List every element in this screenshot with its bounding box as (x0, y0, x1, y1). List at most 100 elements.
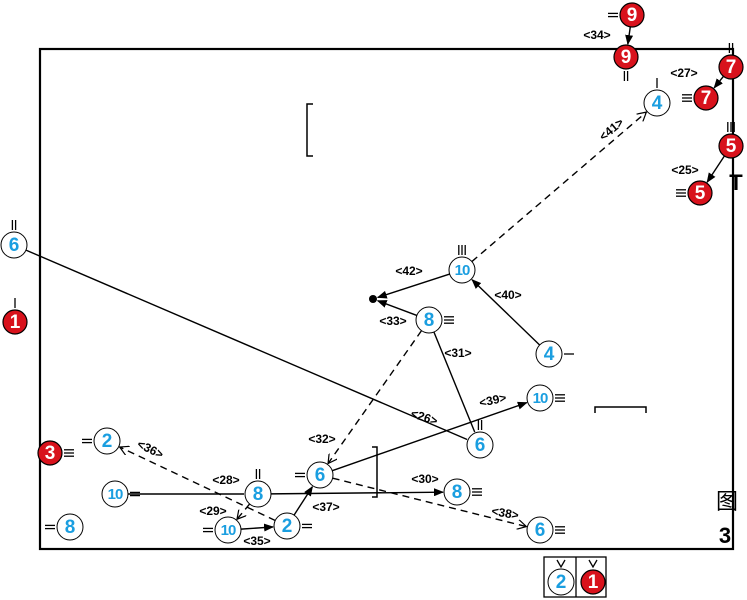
move-line (471, 279, 541, 346)
piece-number: 7 (726, 57, 737, 78)
blue-piece: 4 (535, 340, 574, 368)
t-marker: T (729, 170, 743, 195)
legend-piece: 1 (580, 559, 606, 595)
figure-number: 3 (719, 523, 731, 548)
move-line (293, 485, 313, 516)
piece-number: 1 (10, 312, 21, 333)
red-piece: 5 (718, 122, 744, 159)
move-label: <34> (583, 28, 610, 42)
move-line (332, 401, 528, 472)
move-label: <27> (670, 66, 697, 80)
move-line (471, 112, 646, 263)
blue-piece: 8 (415, 306, 454, 334)
red-piece: 9 (613, 44, 639, 81)
blue-piece: 6 (526, 516, 565, 544)
blue-piece: 2 (82, 427, 121, 455)
move-line (328, 330, 423, 464)
target-dot (369, 295, 377, 303)
blue-piece: 6 (466, 420, 494, 459)
red-piece: 5 (676, 180, 713, 206)
move-line (713, 75, 725, 89)
move-label: <28> (212, 473, 239, 487)
figure-label: 图 (716, 489, 738, 514)
piece-number: 8 (253, 484, 264, 505)
piece-number: 8 (65, 517, 76, 538)
red-piece: 3 (37, 440, 74, 466)
move-label: <38> (490, 504, 519, 523)
piece-number: 1 (588, 572, 599, 593)
piece-number: 7 (701, 88, 712, 109)
move-label: <31> (444, 346, 471, 360)
piece-number: 8 (452, 482, 463, 503)
move-label: <40> (494, 288, 521, 302)
board-frame (38, 47, 735, 551)
red-piece: 9 (608, 2, 645, 28)
bracket-mark (306, 103, 313, 157)
piece-number: 6 (315, 465, 326, 486)
move-line (120, 447, 276, 522)
piece-number: 10 (108, 486, 123, 503)
piece-number: 6 (475, 435, 486, 456)
move-line (706, 155, 725, 183)
blue-piece: 10 (448, 245, 476, 284)
move-label: <29> (199, 504, 226, 518)
piece-number: 6 (535, 520, 546, 541)
chevron-icon (588, 559, 598, 569)
blue-piece: 2 (273, 512, 312, 540)
piece-number: 9 (627, 5, 638, 26)
bracket-mark (372, 446, 378, 498)
move-labels: <34><27><25><41><42><33><40><31><39><26>… (135, 28, 699, 548)
move-line (332, 477, 527, 526)
piece-number: 5 (695, 183, 706, 204)
piece-number: 2 (102, 431, 113, 452)
move-label: <32> (308, 432, 335, 446)
move-line (433, 331, 476, 433)
move-label: <39> (478, 390, 508, 409)
move-line (270, 488, 445, 497)
piece-number: 8 (424, 310, 435, 331)
move-line (240, 523, 275, 532)
move-label: <30> (411, 472, 438, 486)
blue-piece: 10 (203, 516, 242, 544)
red-piece: 1 (2, 298, 28, 335)
bracket-mark (594, 406, 647, 413)
move-label: <41> (596, 115, 626, 143)
piece-number: 2 (556, 572, 567, 593)
red-piece: 7 (718, 43, 744, 80)
move-lines (25, 26, 725, 532)
move-label: <42> (395, 264, 422, 278)
blue-piece: 8 (45, 513, 84, 541)
move-line (376, 273, 450, 299)
piece-number: 9 (621, 47, 632, 68)
blue-piece: 10 (101, 480, 140, 508)
move-line (25, 249, 468, 441)
blue-piece: 6 (0, 220, 28, 259)
move-label: <25> (671, 163, 698, 177)
piece-number: 10 (455, 262, 470, 279)
piece-number: 3 (45, 443, 56, 464)
blue-piece: 8 (443, 478, 482, 506)
piece-number: 10 (533, 390, 548, 407)
move-label: <26> (409, 406, 439, 428)
move-line (237, 503, 251, 519)
move-label: <36> (135, 437, 166, 462)
piece-number: 4 (652, 93, 663, 114)
chevron-icon (556, 559, 566, 569)
piece-number: 4 (544, 344, 555, 365)
red-piece: 7 (682, 85, 719, 111)
move-line (625, 26, 634, 46)
move-line (376, 300, 418, 317)
piece-number: 6 (9, 235, 20, 256)
blue-piece: 10 (526, 384, 565, 412)
blue-piece: 8 (244, 469, 272, 508)
move-label: <37> (312, 500, 339, 514)
piece-number: 2 (282, 516, 293, 537)
move-label: <35> (243, 534, 270, 548)
legend-piece: 2 (547, 559, 575, 596)
blue-piece: 6 (295, 461, 334, 489)
piece-number: 10 (221, 522, 236, 539)
blue-piece: 4 (643, 78, 671, 117)
